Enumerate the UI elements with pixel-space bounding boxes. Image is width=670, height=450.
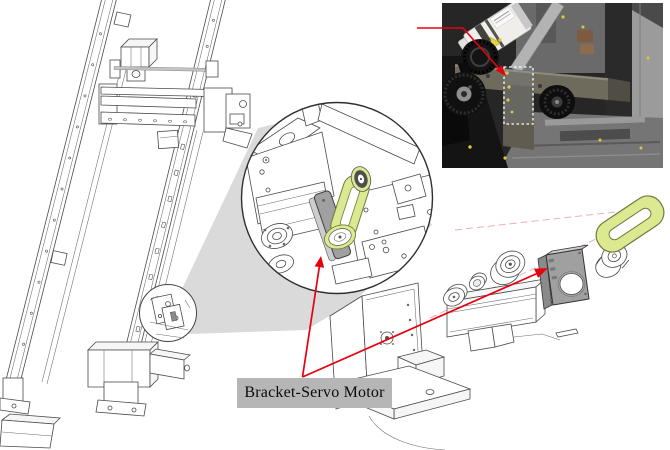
photo-motor-pulley	[442, 72, 486, 116]
frame-overview-drawing	[0, 0, 253, 449]
callout-arrows	[301, 27, 548, 378]
frame-gantry	[98, 83, 253, 150]
frame-left-rail	[4, 0, 134, 388]
exploded-assembly	[329, 195, 665, 450]
frame-top-motor	[120, 38, 158, 82]
detail-source-circle	[139, 284, 197, 342]
frame-feet	[0, 377, 147, 449]
exploded-belt	[595, 195, 665, 253]
frame-lead-screw	[109, 59, 219, 79]
arrow-to-exploded-bracket	[302, 268, 548, 378]
frame-top-bracket	[113, 11, 132, 28]
arrow-photo-callout	[417, 27, 506, 76]
frame-bottom-motor	[87, 341, 191, 388]
detail-magnified-view	[240, 101, 434, 295]
exploded-collar	[468, 272, 487, 291]
photo-servo-motor	[442, 3, 663, 168]
label-bracket-servo-motor: Bracket-Servo Motor	[237, 378, 392, 408]
exploded-motor-pulley	[490, 250, 526, 285]
photo-paint-marks	[468, 15, 650, 160]
label-text: Bracket-Servo Motor	[244, 384, 385, 401]
arrow-to-detail-circle	[301, 256, 325, 378]
detail-top-pulley	[350, 166, 372, 192]
exploded-servo-bracket	[537, 244, 590, 310]
exploded-bearing	[443, 283, 468, 307]
photo-highlight-rect	[503, 66, 534, 125]
detail-bottom-pulley	[323, 224, 357, 250]
photo-driven-pulley	[539, 85, 575, 119]
frame-mid-bracket	[50, 250, 68, 266]
